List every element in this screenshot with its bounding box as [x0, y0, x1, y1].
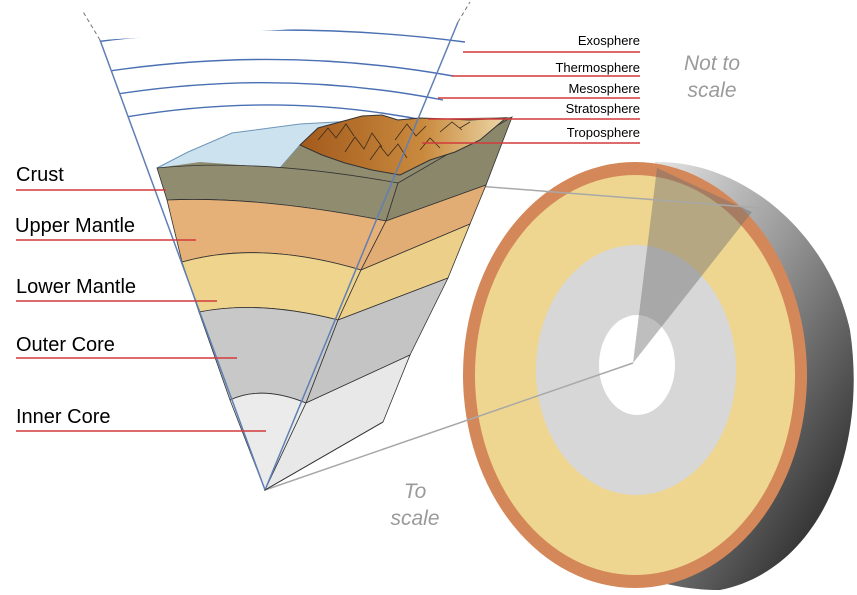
- stratosphere-label: Stratosphere: [565, 101, 640, 116]
- not-to-scale-line-2: scale: [687, 79, 737, 102]
- crust-label: Crust: [16, 164, 64, 186]
- outer-core-label: Outer Core: [16, 334, 115, 356]
- inner-core-label: Inner Core: [16, 406, 111, 428]
- not-to-scale-line-1: Not to: [683, 52, 741, 75]
- wedge-left-edge-dashed: [81, 9, 101, 41]
- troposphere-label: Troposphere: [566, 125, 640, 140]
- wedge-left-edge: [99, 39, 266, 491]
- mesosphere-arc: [110, 81, 444, 101]
- wedge-center-edge-dashed: [457, 1, 471, 23]
- mountain-ridges: [317, 121, 471, 161]
- exosphere-arc: [100, 29, 466, 43]
- sphere-cutout-wedge: [633, 168, 752, 363]
- atmosphere-arcs: [100, 29, 466, 123]
- mesosphere-label: Mesosphere: [568, 81, 640, 96]
- upper-mantle-label: Upper Mantle: [15, 215, 136, 237]
- to-scale-line-1: To: [403, 480, 427, 503]
- layer-leader-lines: [16, 189, 266, 432]
- sphere-inner-core: [599, 315, 675, 415]
- wedge-right-edge: [264, 421, 384, 491]
- scale-connector-bottom: [264, 362, 634, 491]
- atmosphere-leader-lines: [422, 51, 640, 144]
- thermosphere-arc: [102, 58, 454, 77]
- to-scale-line-2: scale: [390, 507, 440, 530]
- thermosphere-label: Thermosphere: [555, 60, 640, 75]
- exosphere-label: Exosphere: [577, 33, 640, 48]
- wedge-center-edge: [264, 21, 459, 491]
- stratosphere-arc: [119, 104, 434, 123]
- cross-section-wedge: [81, 1, 513, 492]
- not-to-scale-note: Not to scale: [672, 50, 752, 104]
- lower-mantle-label: Lower Mantle: [16, 276, 137, 298]
- to-scale-note: To scale: [378, 478, 452, 532]
- earth-sphere: [264, 161, 854, 590]
